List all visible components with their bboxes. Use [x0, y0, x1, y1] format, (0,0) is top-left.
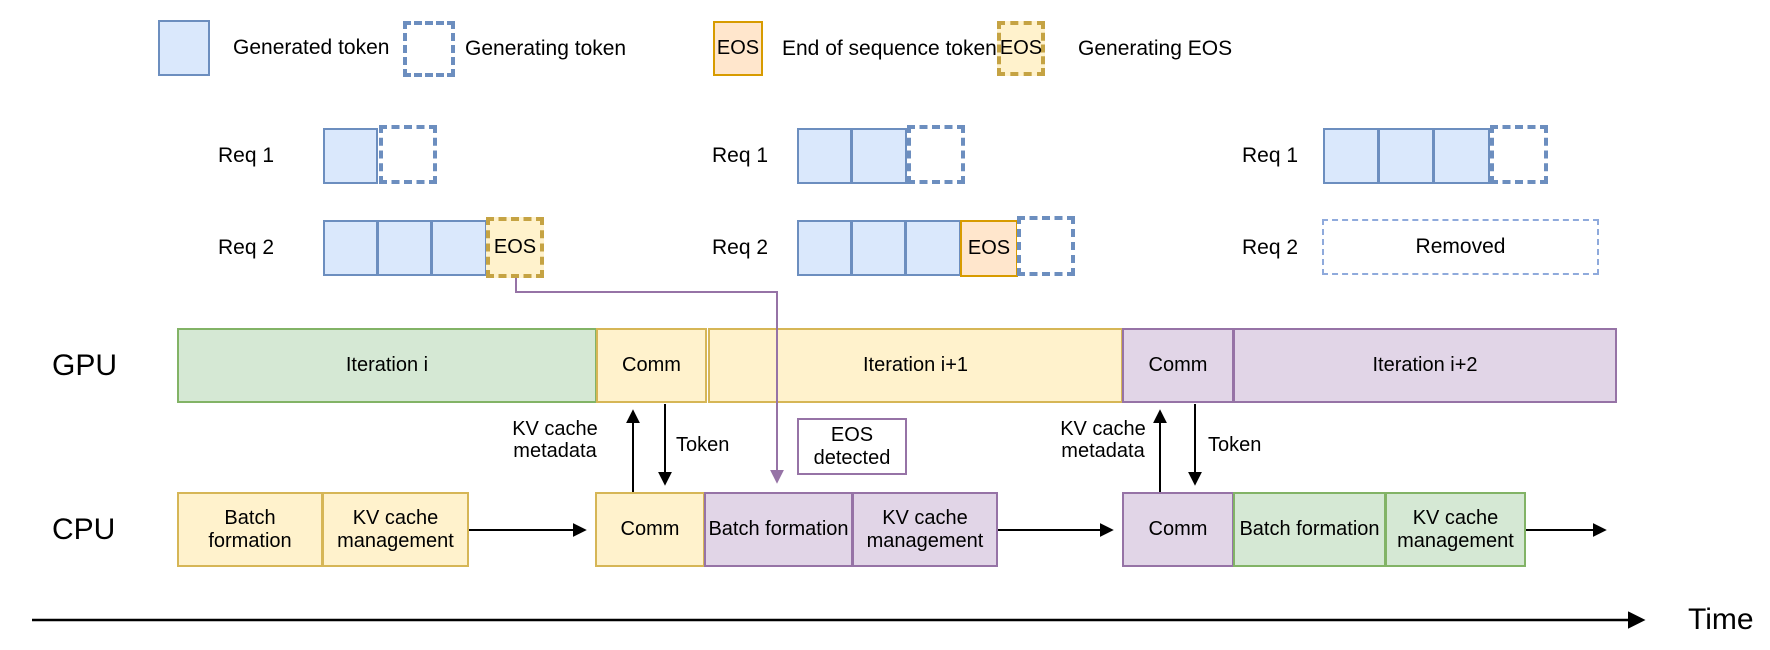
- generated-token: [851, 128, 907, 184]
- gpu-segment-comm-2: Comm: [1122, 328, 1234, 403]
- gpu-segment-iteration-i: Iteration i: [177, 328, 597, 403]
- kv-cache-metadata-label-2: KV cache metadata: [1060, 418, 1146, 462]
- cpu-segment-batch-formation-3: Batch formation: [1233, 492, 1386, 567]
- generating-token: [1490, 125, 1548, 184]
- generated-token: [323, 220, 378, 276]
- eos-token: EOS: [960, 220, 1018, 277]
- cpu-segment-kv-cache-management-3: KV cache management: [1385, 492, 1526, 567]
- generating-token: [907, 125, 965, 184]
- gpu-row-label: GPU: [52, 348, 118, 382]
- generated-token: [1323, 128, 1379, 184]
- cpu-segment-comm-1: Comm: [595, 492, 705, 567]
- cpu-row-label: CPU: [52, 512, 116, 546]
- generated-token: [1433, 128, 1490, 184]
- legend-eos-token-label: End of sequence token: [782, 36, 997, 60]
- generated-token: [1378, 128, 1434, 184]
- generated-token: [851, 220, 906, 276]
- cpu-segment-batch-formation-1: Batch formation: [177, 492, 323, 567]
- group1-req1-label: Req 1: [218, 144, 275, 167]
- eos-detected-box: EOS detected: [797, 418, 907, 475]
- generated-token: [905, 220, 961, 276]
- legend-eos-token-swatch: EOS: [713, 21, 763, 76]
- cpu-segment-kv-cache-management-2: KV cache management: [852, 492, 998, 567]
- time-axis-label: Time: [1688, 603, 1754, 636]
- group1-req2-label: Req 2: [218, 236, 275, 259]
- generated-token: [797, 220, 852, 276]
- generating-token: [1017, 216, 1075, 276]
- cpu-segment-comm-2: Comm: [1122, 492, 1234, 567]
- generated-token: [323, 128, 378, 184]
- gpu-segment-iteration-i2: Iteration i+2: [1233, 328, 1617, 403]
- group2-req1-label: Req 1: [712, 144, 769, 167]
- generating-token: [379, 125, 437, 184]
- generated-token: [431, 220, 487, 276]
- legend-generating-token-swatch: [403, 21, 455, 77]
- kv-cache-metadata-label-1: KV cache metadata: [512, 418, 598, 462]
- cpu-segment-batch-formation-2: Batch formation: [704, 492, 853, 567]
- generating-eos-token: EOS: [486, 217, 544, 278]
- group3-req2-label: Req 2: [1242, 236, 1299, 259]
- removed-request-box: Removed: [1322, 219, 1599, 275]
- token-label-2: Token: [1208, 434, 1262, 456]
- group2-req2-label: Req 2: [712, 236, 769, 259]
- gpu-segment-iteration-i1: Iteration i+1: [708, 328, 1123, 403]
- legend-generating-eos-swatch: EOS: [997, 21, 1045, 76]
- legend-generating-eos-label: Generating EOS: [1078, 36, 1233, 60]
- cpu-segment-kv-cache-management-1: KV cache management: [322, 492, 469, 567]
- token-label-1: Token: [676, 434, 730, 456]
- generated-token: [377, 220, 432, 276]
- legend-generated-token-swatch: [158, 20, 210, 76]
- generated-token: [797, 128, 852, 184]
- gpu-segment-comm-1: Comm: [596, 328, 707, 403]
- group3-req1-label: Req 1: [1242, 144, 1299, 167]
- legend-generating-token-label: Generating token: [465, 37, 627, 60]
- legend-generated-token-label: Generated token: [233, 36, 390, 59]
